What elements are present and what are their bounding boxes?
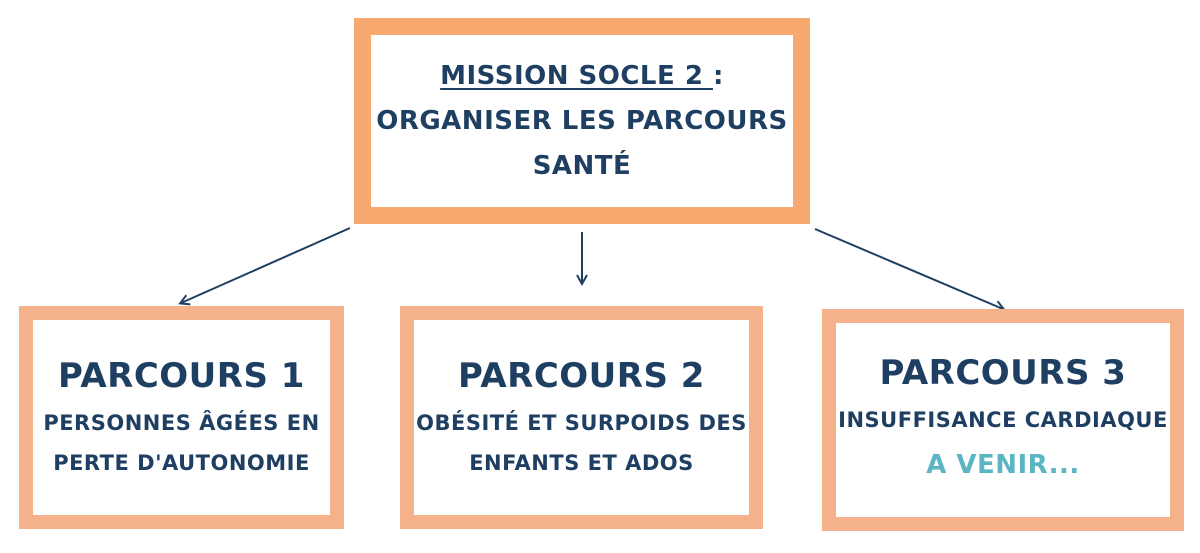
arrow-to-parcours-1: [181, 227, 351, 303]
parcours-1-box: PARCOURS 1 PERSONNES ÂGÉES EN PERTE D'AU…: [19, 306, 344, 529]
parcours-3-box: PARCOURS 3 INSUFFISANCE CARDIAQUE A VENI…: [822, 309, 1184, 531]
mission-socle-box: MISSION SOCLE 2 : ORGANISER LES PARCOURS…: [354, 18, 810, 224]
parcours-1-line-1: PERSONNES ÂGÉES EN: [43, 410, 320, 435]
mission-title: MISSION SOCLE 2 :: [440, 54, 724, 99]
mission-line-2: ORGANISER LES PARCOURS: [376, 105, 788, 136]
mission-title-colon: :: [712, 60, 724, 91]
parcours-3-status: A VENIR...: [926, 450, 1080, 480]
parcours-1-line-2: PERTE D'AUTONOMIE: [53, 450, 310, 475]
arrow-to-parcours-3: [814, 228, 1003, 309]
mission-title-underlined: MISSION SOCLE 2: [440, 60, 713, 91]
parcours-3-line-1: INSUFFISANCE CARDIAQUE: [838, 408, 1168, 432]
parcours-1-title: PARCOURS 1: [58, 355, 305, 396]
parcours-2-box: PARCOURS 2 OBÉSITÉ ET SURPOIDS DES ENFAN…: [400, 306, 763, 529]
parcours-2-title: PARCOURS 2: [458, 355, 705, 396]
parcours-2-line-2: ENFANTS ET ADOS: [469, 450, 694, 475]
parcours-3-title: PARCOURS 3: [879, 353, 1127, 393]
parcours-2-line-1: OBÉSITÉ ET SURPOIDS DES: [416, 410, 747, 435]
mission-line-3: SANTÉ: [532, 150, 632, 181]
